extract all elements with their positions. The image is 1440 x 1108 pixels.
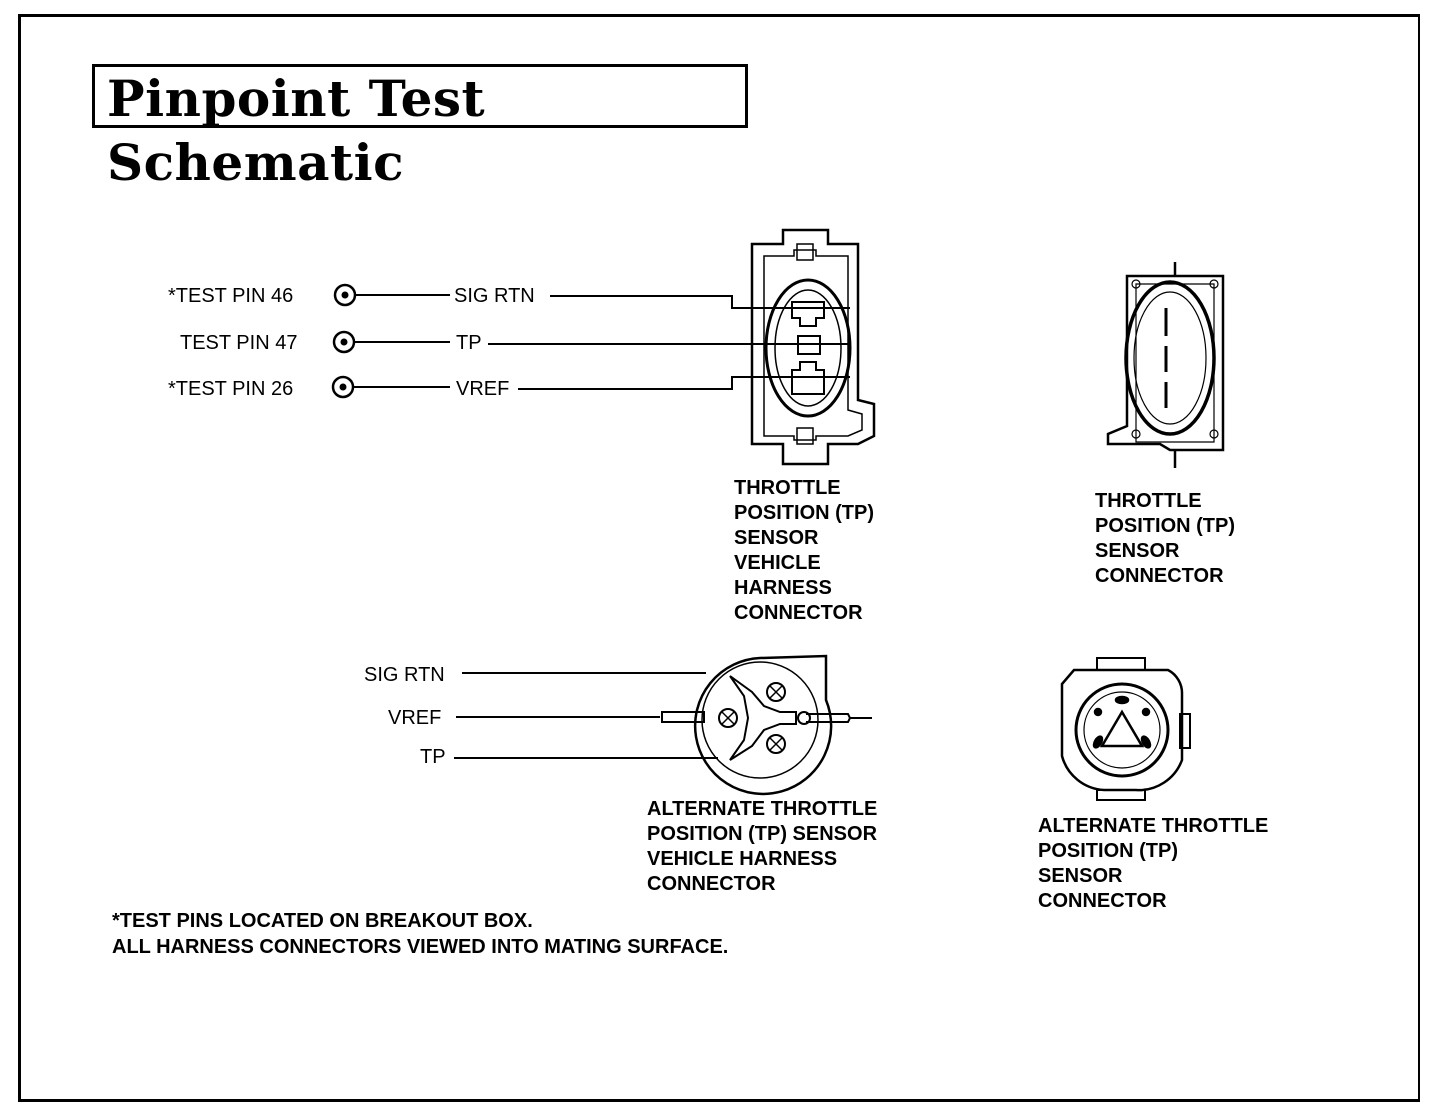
alt-harness-connector-icon: [661, 654, 872, 796]
tp-harness-connector-icon: [750, 228, 876, 466]
test-pin-47-label: TEST PIN 47: [180, 332, 298, 354]
test-pin-26-label: *TEST PIN 26: [168, 378, 294, 400]
circuit-label-sig-rtn: SIG RTN: [454, 285, 535, 307]
alt-circuit-wires: [454, 672, 718, 759]
caption-alt-harness-connector: ALTERNATE THROTTLE POSITION (TP) SENSOR …: [647, 798, 878, 895]
test-pin-46-label: *TEST PIN 46: [168, 285, 294, 307]
test-pin-46-wire: [333, 283, 850, 309]
caption-alt-sensor-connector: ALTERNATE THROTTLE POSITION (TP) SENSOR …: [1038, 815, 1269, 912]
caption-tp-sensor-connector: THROTTLE POSITION (TP) SENSOR CONNECTOR: [1095, 490, 1235, 587]
test-pin-47-wire: [332, 330, 850, 354]
circuit-label-tp: TP: [456, 332, 482, 354]
note-mating-surface: ALL HARNESS CONNECTORS VIEWED INTO MATIN…: [112, 936, 729, 958]
tp-sensor-connector-icon: [1106, 262, 1225, 468]
note-breakout-box: *TEST PINS LOCATED ON BREAKOUT BOX.: [112, 910, 533, 932]
alt-circuit-label-sig-rtn: SIG RTN: [364, 664, 445, 686]
circuit-label-vref: VREF: [456, 378, 510, 400]
alt-sensor-connector-icon: [1060, 657, 1191, 801]
alt-circuit-label-vref: VREF: [388, 707, 442, 729]
caption-tp-harness-connector: THROTTLE POSITION (TP) SENSOR VEHICLE HA…: [734, 477, 874, 624]
title-box: Pinpoint Test Schematic: [92, 64, 748, 192]
alt-circuit-label-tp: TP: [420, 746, 446, 768]
page-title: Pinpoint Test Schematic: [107, 69, 486, 192]
page-border: [18, 14, 1420, 1102]
